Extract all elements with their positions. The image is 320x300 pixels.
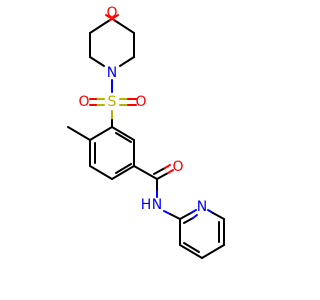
- sulfonyl-oxygen-left-label: O: [78, 94, 89, 110]
- molecule-structure: O N S O O O N H N: [67, 5, 225, 259]
- morpholine-ring: [89, 14, 135, 67]
- sulfonyl-oxygen-right-label: O: [135, 94, 146, 110]
- methyl-bond: [67, 126, 91, 141]
- carbonyl-oxygen-label: O: [172, 159, 183, 175]
- sulfonyl-group: [89, 98, 137, 128]
- pyridine-ring: [179, 209, 225, 259]
- pyridine-nitrogen-label: N: [197, 199, 207, 215]
- benzene-ring: [89, 126, 135, 180]
- amide-nitrogen-label: N: [152, 197, 162, 213]
- sulfur-label: S: [108, 94, 117, 110]
- morpholine-oxygen-label: O: [106, 5, 117, 21]
- amide-hydrogen-label: H: [141, 197, 152, 213]
- morpholine-nitrogen-label: N: [107, 65, 117, 81]
- amide-pyridine-bond: [163, 210, 181, 220]
- carboxamide-group: [133, 164, 174, 198]
